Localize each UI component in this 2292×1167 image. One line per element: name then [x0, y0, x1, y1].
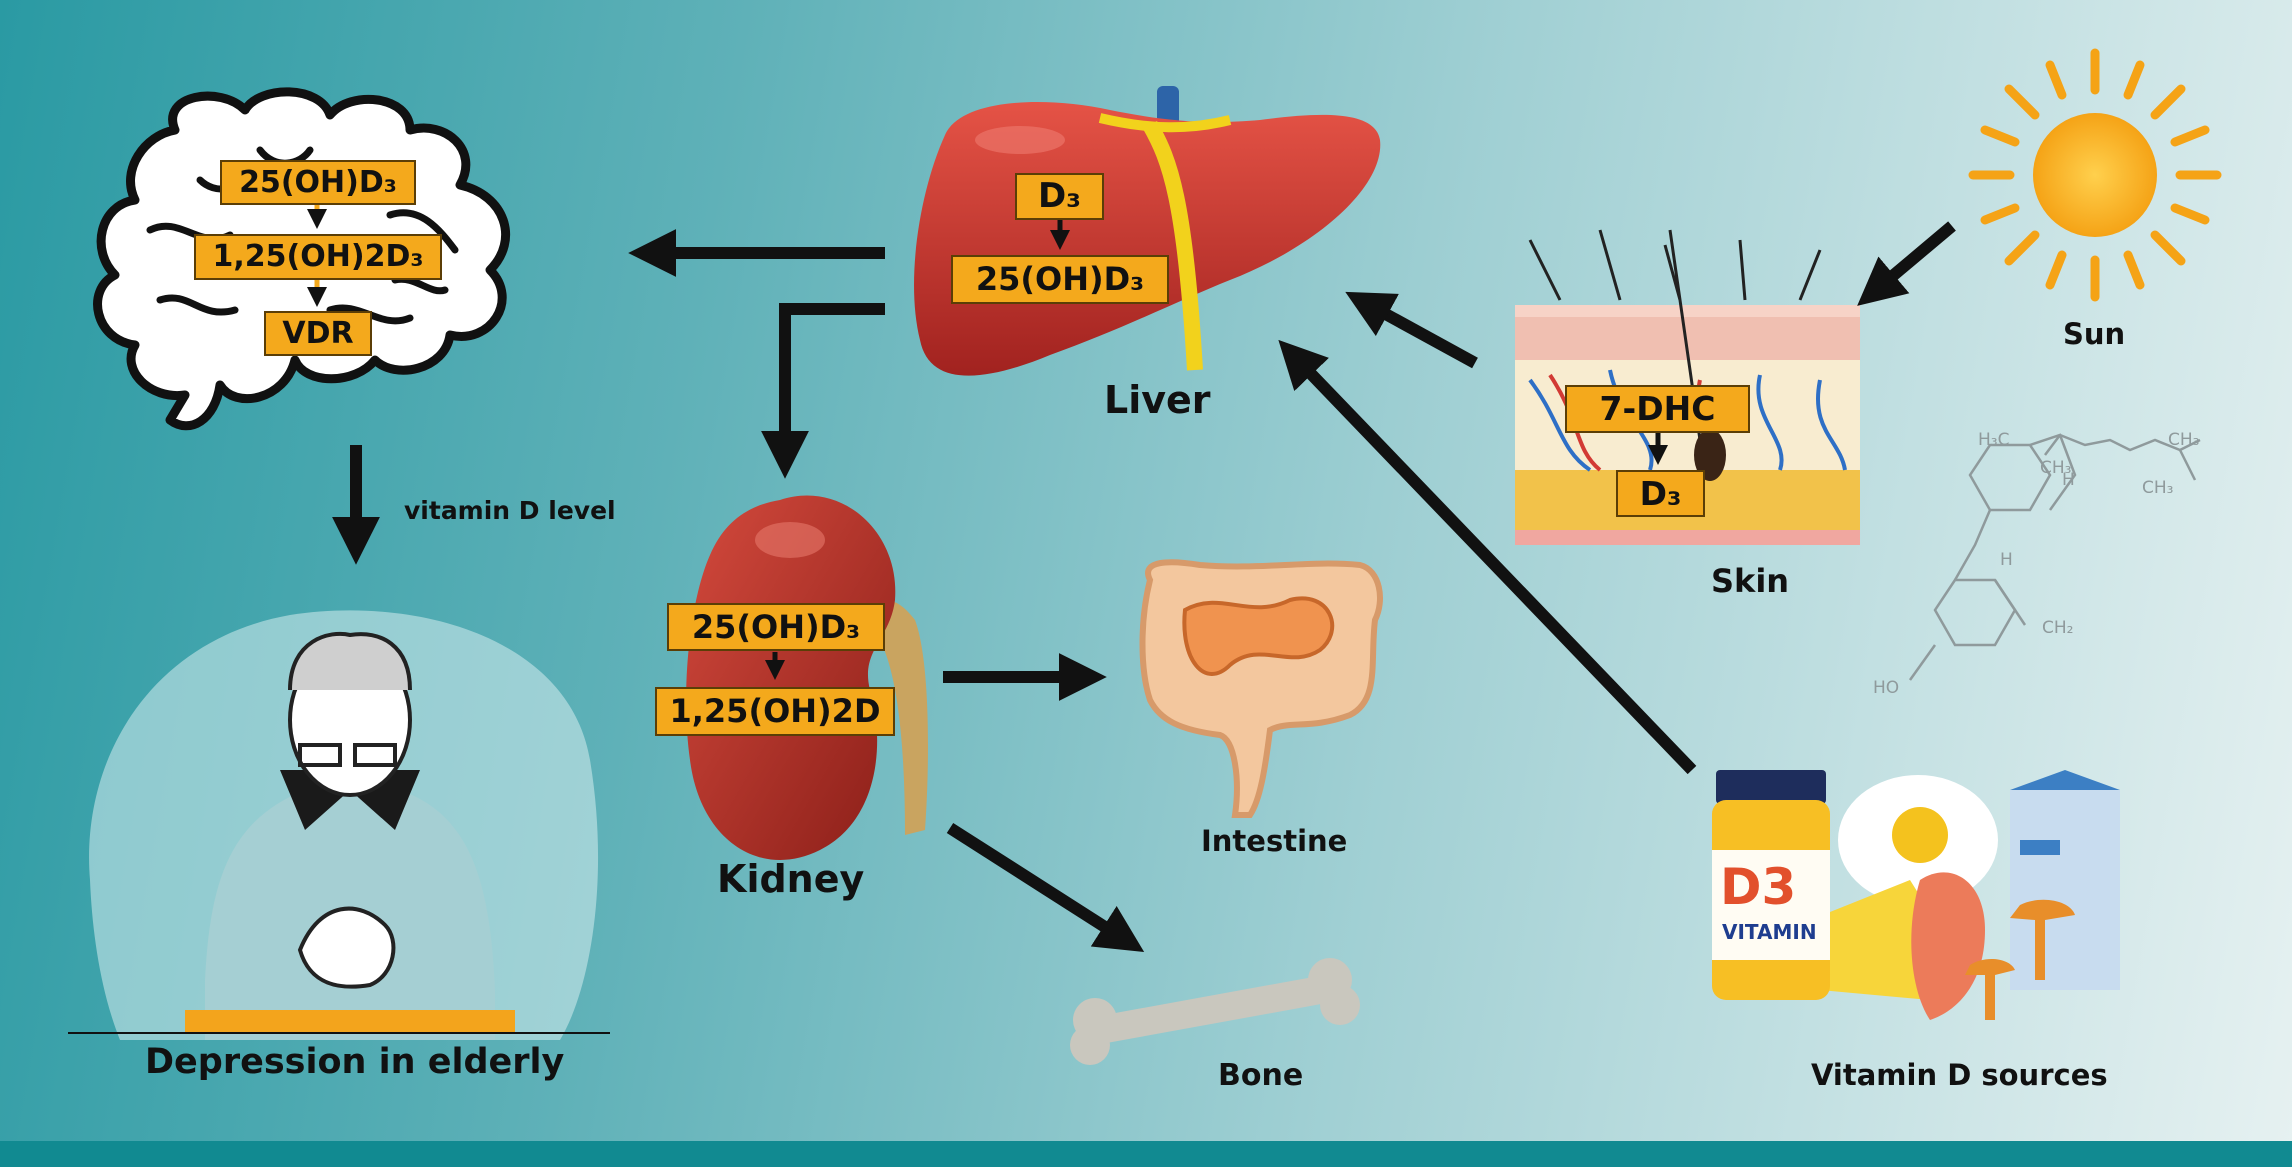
arrow-skin-to-liver [1345, 291, 1478, 369]
vitamin-d-sources-illustration [1712, 770, 2120, 1020]
molecule-ch3-top: CH₃ [2168, 430, 2200, 450]
label-skin: Skin [1711, 562, 1790, 600]
skin-box-7dhc: 7-DHC [1565, 385, 1750, 433]
elderly-man-illustration [89, 610, 599, 1040]
label-vitamin-d-sources: Vitamin D sources [1811, 1058, 2108, 1092]
bottle-vitamin-text: VITAMIN [1722, 920, 1817, 944]
arrow-sun-to-skin [1857, 221, 1956, 306]
skin-box-d3: D₃ [1616, 470, 1705, 517]
arrow-kidney-to-bone [946, 822, 1145, 953]
molecule-h-2: H [2000, 550, 2013, 570]
label-depression-in-elderly: Depression in elderly [145, 1042, 565, 1082]
bottle-d3-text: D3 [1720, 858, 1797, 916]
molecule-h-1: H [2062, 470, 2075, 490]
bottom-bar [0, 1141, 2292, 1167]
label-intestine: Intestine [1201, 824, 1348, 858]
arrow-sources-to-liver [1278, 339, 1697, 775]
vitamin-d-molecule [1908, 433, 2201, 681]
liver-illustration [914, 86, 1381, 376]
label-kidney: Kidney [717, 857, 865, 901]
label-liver: Liver [1104, 378, 1211, 422]
kidney-box-25ohd3: 25(OH)D₃ [667, 603, 885, 651]
intestine-illustration [1139, 559, 1383, 818]
molecule-ch3-ring: CH₃ [2040, 458, 2072, 478]
brain-box-125oh2d3: 1,25(OH)2D₃ [194, 234, 442, 280]
liver-box-d3: D₃ [1015, 173, 1104, 220]
brain-box-vdr: VDR [264, 311, 372, 356]
molecule-h3c: H₃C [1978, 430, 2010, 450]
arrow-liver-to-kidney [761, 303, 885, 479]
kidney-box-125oh2d: 1,25(OH)2D [655, 687, 895, 736]
label-sun: Sun [2063, 317, 2126, 351]
bone-illustration [1070, 958, 1360, 1065]
molecule-ch2: CH₂ [2042, 618, 2074, 638]
brain-box-25ohd3: 25(OH)D₃ [220, 160, 416, 205]
kidney-illustration [686, 495, 928, 860]
sun-illustration [1968, 48, 2222, 302]
liver-box-25ohd3: 25(OH)D₃ [951, 255, 1169, 304]
molecule-ch3-right: CH₃ [2142, 478, 2174, 498]
label-vitamin-d-level: vitamin D level [404, 496, 616, 525]
flow-arrows [332, 221, 1956, 953]
label-bone: Bone [1218, 1058, 1304, 1093]
molecule-ho: HO [1873, 678, 1900, 698]
